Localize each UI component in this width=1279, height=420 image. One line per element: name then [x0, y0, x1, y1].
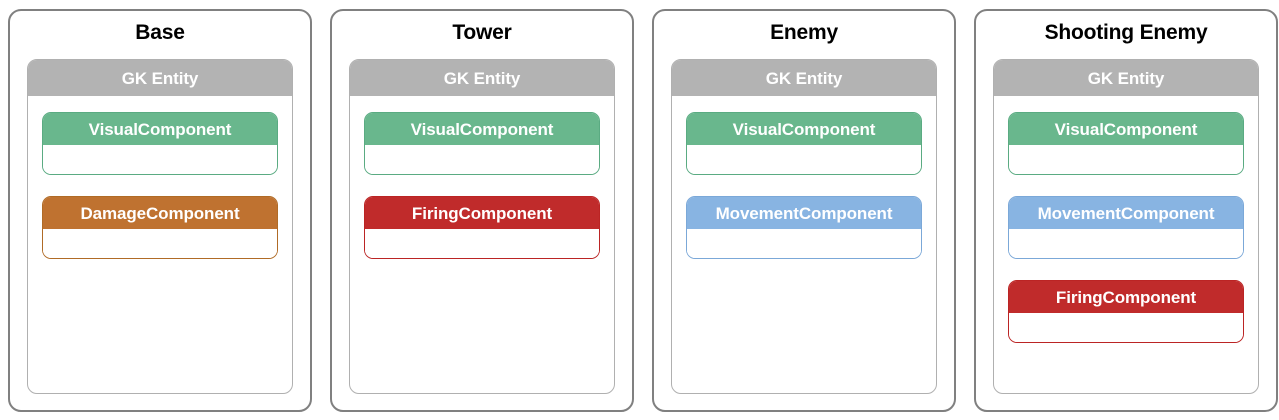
component-name-label: VisualComponent [43, 113, 277, 145]
gk-entity-header-label: GK Entity [28, 60, 292, 96]
component-body [1009, 229, 1243, 258]
entity-title: Shooting Enemy [1044, 21, 1208, 44]
component-name-label: VisualComponent [365, 113, 599, 145]
component-box[interactable]: VisualComponent [364, 112, 600, 175]
component-name-label: MovementComponent [687, 197, 921, 229]
component-box[interactable]: VisualComponent [686, 112, 922, 175]
entity-title: Tower [452, 21, 512, 44]
gk-entity-header-label: GK Entity [350, 60, 614, 96]
component-body [365, 145, 599, 174]
gk-entity-header-label: GK Entity [672, 60, 936, 96]
component-box[interactable]: FiringComponent [364, 196, 600, 259]
component-box[interactable]: VisualComponent [1008, 112, 1244, 175]
component-box[interactable]: VisualComponent [42, 112, 278, 175]
entity-title: Base [135, 21, 185, 44]
component-body [687, 145, 921, 174]
component-body [43, 229, 277, 258]
component-body [43, 145, 277, 174]
component-name-label: VisualComponent [1009, 113, 1243, 145]
component-name-label: DamageComponent [43, 197, 277, 229]
component-body [1009, 145, 1243, 174]
component-name-label: VisualComponent [687, 113, 921, 145]
component-body [1009, 313, 1243, 342]
component-name-label: FiringComponent [365, 197, 599, 229]
component-body [365, 229, 599, 258]
gk-entity-header-label: GK Entity [994, 60, 1258, 96]
component-box[interactable]: DamageComponent [42, 196, 278, 259]
component-box[interactable]: MovementComponent [686, 196, 922, 259]
component-name-label: MovementComponent [1009, 197, 1243, 229]
entity-title: Enemy [770, 21, 838, 44]
component-box[interactable]: FiringComponent [1008, 280, 1244, 343]
component-name-label: FiringComponent [1009, 281, 1243, 313]
component-body [687, 229, 921, 258]
component-box[interactable]: MovementComponent [1008, 196, 1244, 259]
